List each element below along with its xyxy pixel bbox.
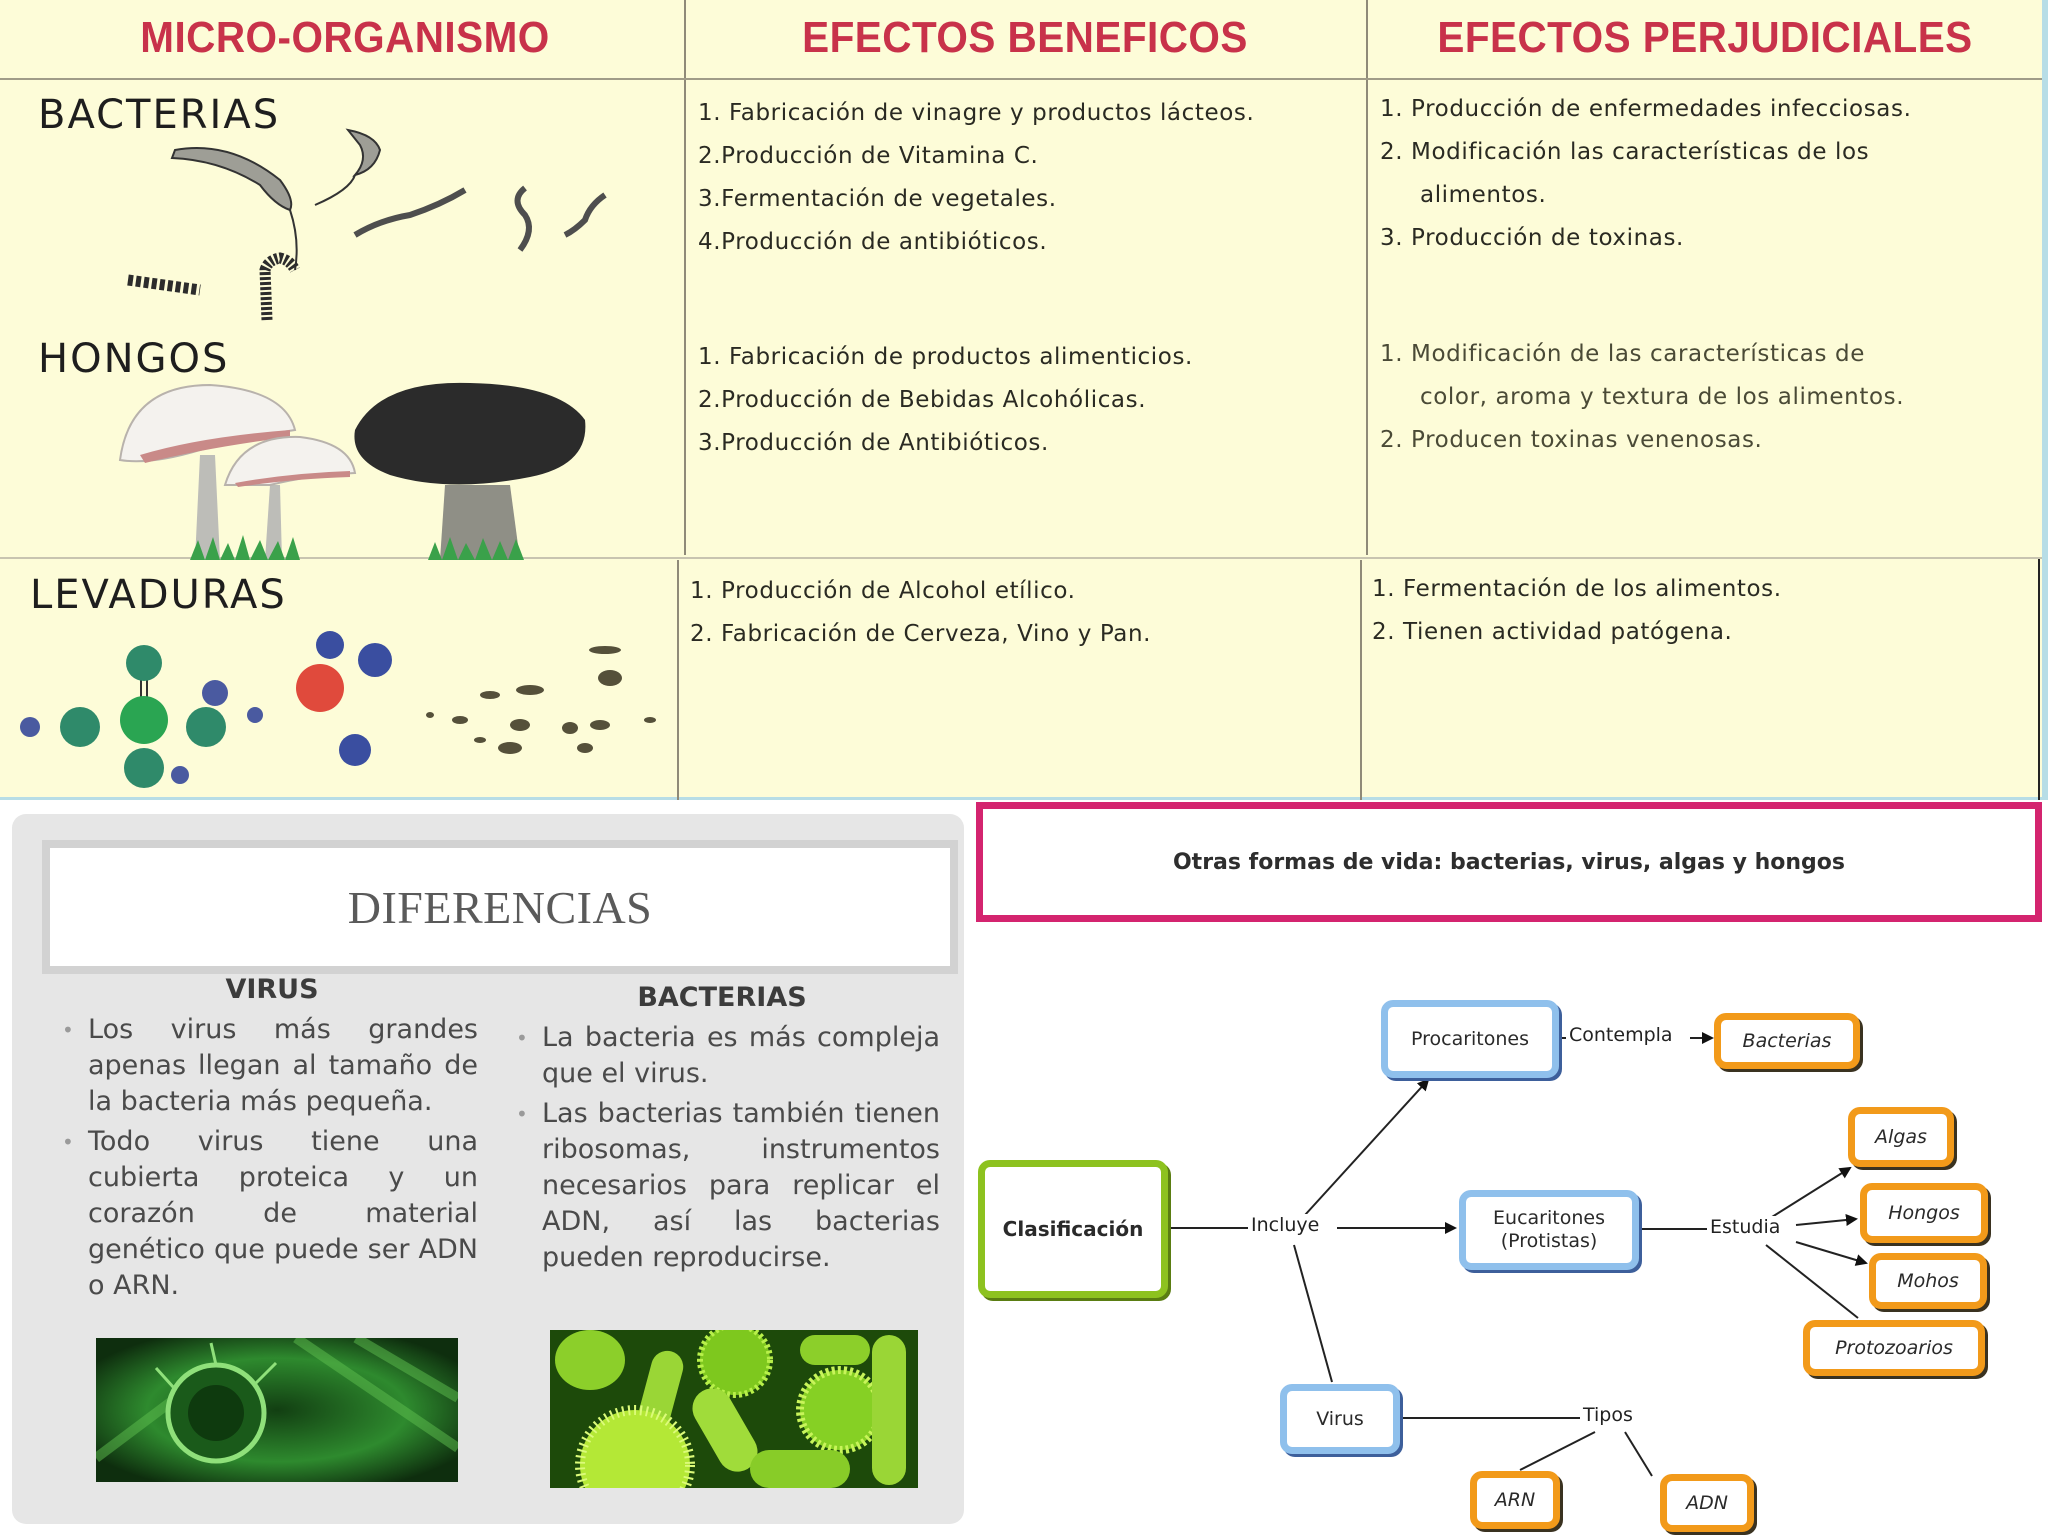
mushroom-illustration-icon — [118, 382, 586, 560]
node-clasificacion[interactable]: Clasificación — [978, 1160, 1168, 1298]
node-mohos[interactable]: Mohos — [1869, 1253, 1987, 1309]
bacterias-bullet-list: La bacteria es más compleja que el virus… — [516, 1020, 940, 1280]
list-item: Los virus más grandes apenas llegan al t… — [62, 1012, 478, 1120]
node-adn[interactable]: ADN — [1660, 1474, 1754, 1532]
node-protozoarios[interactable]: Protozoarios — [1803, 1320, 1985, 1376]
header-efectos-beneficos: EFECTOS BENEFICOS — [802, 13, 1248, 62]
link-label-contempla: Contempla — [1566, 1024, 1676, 1046]
harmful-effects-hongos: 1. Modificación de las características d… — [1380, 341, 1905, 453]
microorganism-effects-table: MICRO-ORGANISMO EFECTOS BENEFICOS EFECTO… — [0, 0, 2048, 800]
node-arn[interactable]: ARN — [1470, 1471, 1560, 1529]
node-eucaritones[interactable]: Eucaritones (Protistas) — [1459, 1190, 1639, 1270]
link-label-tipos: Tipos — [1580, 1404, 1636, 1426]
node-bacterias[interactable]: Bacterias — [1714, 1013, 1860, 1069]
header-efectos-perjudiciales: EFECTOS PERJUDICIALES — [1437, 13, 1973, 62]
virus-microscope-image — [96, 1338, 458, 1482]
table-divider — [0, 557, 2042, 559]
virus-heading: VIRUS — [225, 974, 319, 1005]
table-divider — [1366, 0, 1368, 555]
list-item: Todo virus tiene una cubierta proteica y… — [62, 1124, 478, 1304]
list-item: Las bacterias también tienen ribosomas, … — [516, 1096, 940, 1276]
table-divider — [677, 560, 679, 800]
bacteria-microscope-image — [550, 1330, 918, 1488]
yeast-molecule-illustration-icon — [20, 631, 656, 788]
organism-label-levaduras: LEVADURAS — [30, 572, 287, 618]
link-label-incluye: Incluye — [1248, 1214, 1323, 1236]
beneficial-effects-levaduras: 1. Producción de Alcohol etílico. 2. Fab… — [690, 578, 1152, 647]
concept-map-title: Otras formas de vida: bacterias, virus, … — [1172, 849, 1846, 875]
table-divider — [2038, 558, 2040, 800]
table-divider — [1360, 560, 1362, 800]
diferencias-slide: DIFERENCIAS VIRUS Los virus más grandes … — [12, 814, 964, 1524]
harmful-effects-levaduras: 1. Fermentación de los alimentos. 2. Tie… — [1372, 576, 1782, 645]
diferencias-title: DIFERENCIAS — [347, 881, 653, 933]
node-virus[interactable]: Virus — [1280, 1384, 1400, 1454]
bacterias-heading: BACTERIAS — [637, 982, 807, 1013]
node-hongos[interactable]: Hongos — [1860, 1183, 1988, 1243]
organism-label-hongos: HONGOS — [38, 336, 230, 382]
beneficial-effects-hongos: 1. Fabricación de productos alimenticios… — [698, 344, 1193, 456]
node-algas[interactable]: Algas — [1848, 1107, 1954, 1167]
virus-bullet-list: Los virus más grandes apenas llegan al t… — [62, 1012, 478, 1308]
header-microorganismo: MICRO-ORGANISMO — [140, 13, 550, 62]
bacteria-illustration-icon — [127, 128, 607, 321]
link-label-estudia: Estudia — [1707, 1216, 1784, 1238]
table-divider — [0, 78, 2042, 80]
harmful-effects-bacterias: 1. Producción de enfermedades infecciosa… — [1380, 96, 1912, 251]
concept-map-title-box: Otras formas de vida: bacterias, virus, … — [976, 802, 2042, 922]
beneficial-effects-bacterias: 1. Fabricación de vinagre y productos lá… — [698, 100, 1255, 255]
node-procaritones[interactable]: Procaritones — [1381, 1000, 1559, 1078]
diferencias-title-frame: DIFERENCIAS — [42, 840, 958, 974]
list-item: La bacteria es más compleja que el virus… — [516, 1020, 940, 1092]
organism-label-bacterias: BACTERIAS — [38, 92, 281, 138]
table-divider — [684, 0, 686, 555]
